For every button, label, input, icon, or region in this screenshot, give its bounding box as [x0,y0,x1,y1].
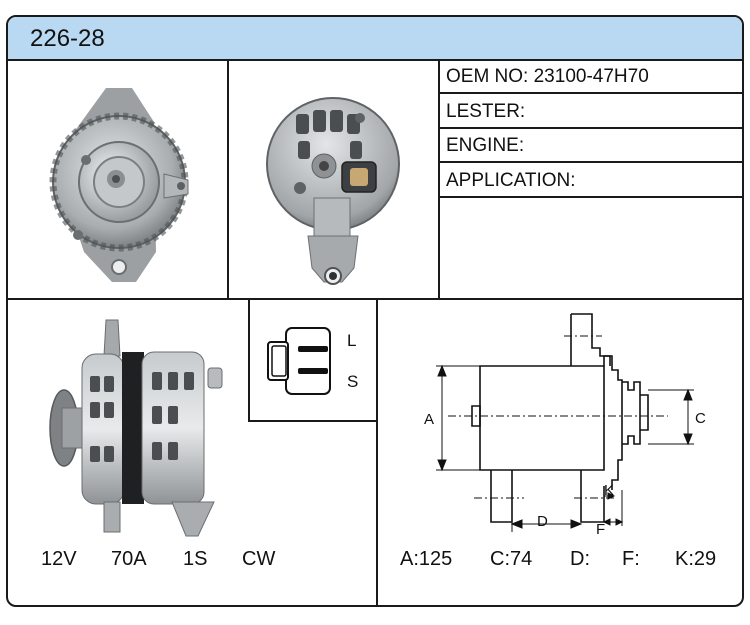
divider [227,59,229,299]
rotation-spec: CW [242,548,276,570]
divider [440,161,744,163]
divider [440,196,744,198]
dimension-drawing: A C D F K [424,313,706,538]
lester-number: LESTER: [446,101,526,122]
alternator-rear-photo [266,97,400,285]
dimension-c-value: C:74 [490,548,533,570]
pin-s-label: S [347,372,359,391]
engine-field: ENGINE: [446,135,525,156]
divider [248,420,377,422]
groove-spec: 1S [183,548,208,570]
divider [376,299,378,607]
connector-plug-diagram [267,327,331,395]
divider [6,298,744,300]
dim-label-c: C [695,410,706,427]
dimension-f-value: F: [622,548,640,570]
dim-label-f: F [596,521,605,538]
voltage-spec: 12V [41,548,77,570]
alternator-front-photo [49,88,189,282]
divider [440,127,744,129]
oem-number: OEM NO: 23100-47H70 [446,66,649,87]
dimension-a-value: A:125 [400,548,453,570]
dim-label-k: K [604,482,614,499]
dimension-k-value: K:29 [675,548,717,570]
amperage-spec: 70A [111,548,147,570]
divider [438,59,440,299]
divider [248,299,250,421]
application-field: APPLICATION: [446,170,576,191]
dimension-d-value: D: [570,548,590,570]
part-number-title: 226-28 [30,25,105,52]
divider [440,92,744,94]
alternator-side-photo [49,319,223,537]
title-bar: 226-28 [8,17,742,61]
dim-label-a: A [424,411,434,428]
dim-label-d: D [537,513,548,530]
pin-l-label: L [347,331,357,350]
